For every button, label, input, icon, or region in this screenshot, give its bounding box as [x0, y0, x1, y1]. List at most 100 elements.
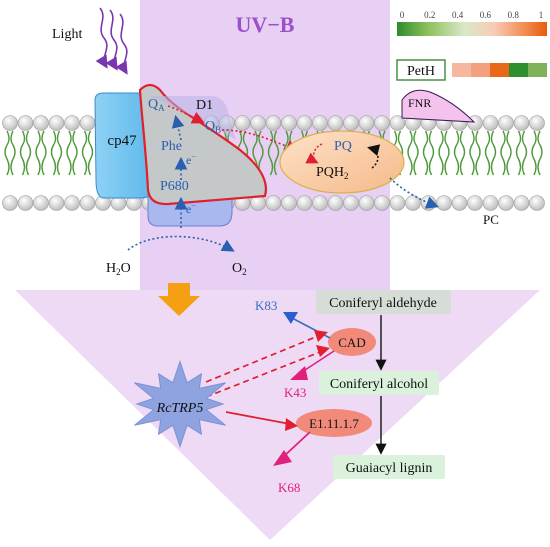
- lipid-head: [374, 195, 390, 211]
- cad-label: CAD: [338, 335, 365, 350]
- h2o-label: H2O: [106, 261, 131, 277]
- lipid-head: [312, 195, 328, 211]
- cad-to-k43-arrow: [301, 350, 335, 373]
- rctrp5-label: RcTRP5: [156, 401, 204, 416]
- pc-label: PC: [483, 212, 499, 227]
- e11117-to-k68-arrow: [281, 431, 311, 459]
- lipid-tail: [72, 130, 78, 176]
- lipid-head: [513, 115, 530, 131]
- lipid-tail: [521, 130, 528, 176]
- lipid-head: [296, 195, 313, 211]
- lipid-tail: [515, 130, 522, 176]
- lipid-head: [389, 115, 406, 131]
- legend-tick-label: 0: [400, 10, 405, 20]
- lipid-head: [529, 195, 545, 211]
- peth-heat-cell: [528, 63, 547, 77]
- peth-label-box: [396, 59, 446, 81]
- peth-cells: [452, 63, 547, 77]
- o2-label: O2: [232, 261, 247, 277]
- coniferyl-aldehyde-node: [316, 290, 451, 314]
- uvb-down-arrow-icon: [158, 283, 200, 316]
- lipid-head: [451, 195, 468, 211]
- d1-upper-lobe: [150, 96, 236, 140]
- uvb-label: UV−B: [236, 12, 295, 37]
- lipid-head: [358, 115, 375, 131]
- fnr-protein: [401, 89, 476, 123]
- lipid-head: [64, 115, 80, 131]
- lipid-tail: [35, 130, 41, 176]
- d1-label: D1: [196, 98, 213, 113]
- guaiacyl-lignin-node: [333, 455, 445, 479]
- lipid-tail: [444, 130, 450, 176]
- lipid-head: [17, 195, 34, 211]
- lipid-head: [250, 115, 266, 131]
- fnr-label: FNR: [408, 96, 431, 110]
- peth-heat-cell: [452, 63, 471, 77]
- lipid-tail: [273, 130, 280, 176]
- legend-tick-label: 1: [539, 10, 544, 20]
- cad-enzyme: [328, 328, 376, 356]
- coniferyl-alcohol-label: Coniferyl alcohol: [330, 377, 428, 392]
- rctrp5-starburst: [134, 359, 226, 449]
- lipid-tail: [10, 130, 16, 176]
- k43-label: K43: [284, 385, 306, 400]
- lipid-tail: [531, 130, 537, 176]
- lipid-tail: [267, 130, 274, 176]
- peth-row: PetH: [396, 59, 547, 81]
- lipid-tail: [4, 130, 10, 176]
- k83-label: K83: [255, 298, 277, 313]
- qb-label: QB: [205, 119, 221, 135]
- lipid-head: [265, 115, 282, 131]
- e11117-enzyme: [296, 409, 372, 437]
- lipid-head: [265, 195, 282, 211]
- peth-heat-cell: [471, 63, 490, 77]
- lipid-head: [33, 195, 49, 211]
- coniferyl-aldehyde-label: Coniferyl aldehyde: [329, 296, 437, 311]
- light-label: Light: [52, 27, 82, 42]
- phe-label: Phe: [161, 139, 182, 154]
- lipid-tail: [438, 130, 444, 176]
- lipid-head: [234, 115, 251, 131]
- lipid-tail: [469, 130, 475, 176]
- lipid-head: [327, 115, 344, 131]
- electron-transfer-arrows: [167, 105, 299, 228]
- lipid-head: [33, 115, 49, 131]
- lipid-head: [482, 115, 499, 131]
- lipid-tail: [459, 130, 466, 176]
- electron-label-1: e−: [186, 152, 196, 167]
- light-arrows-icon: [95, 7, 128, 75]
- pq-reduction-arrow: [305, 143, 323, 164]
- e11117-arrowhead-icon: [285, 418, 298, 431]
- lipid-tail: [453, 130, 460, 176]
- d1-protein: [138, 83, 267, 206]
- lipid-head: [281, 195, 297, 211]
- lipid-head: [389, 195, 406, 211]
- guaiacyl-lignin-label: Guaiacyl lignin: [346, 461, 433, 476]
- water-splitting-arrow: [127, 235, 235, 252]
- lipid-head: [281, 115, 297, 131]
- lipid-tail: [66, 130, 72, 176]
- rctrp5-to-cad-dashed-arrow-1: [205, 335, 319, 383]
- peth-label: PetH: [407, 64, 435, 79]
- lipid-tail: [87, 130, 94, 176]
- lipid-head: [64, 195, 80, 211]
- lipid-head: [358, 195, 375, 211]
- lipid-tail: [41, 130, 47, 176]
- lipid-head: [343, 195, 359, 211]
- lipid-head: [374, 115, 390, 131]
- lipid-tail: [50, 130, 57, 176]
- lipid-head: [482, 195, 499, 211]
- lipid-head: [2, 195, 18, 211]
- lipid-head: [498, 195, 514, 211]
- p680-label: P680: [160, 179, 189, 194]
- lipid-head: [327, 195, 344, 211]
- dashed-arrowhead-1-icon: [314, 330, 328, 342]
- lipid-head: [498, 115, 514, 131]
- lipid-head: [513, 195, 530, 211]
- lipid-head: [48, 195, 65, 211]
- lipid-head: [529, 115, 545, 131]
- lipid-tail: [490, 130, 497, 176]
- pc-transfer-arrow: [389, 177, 439, 209]
